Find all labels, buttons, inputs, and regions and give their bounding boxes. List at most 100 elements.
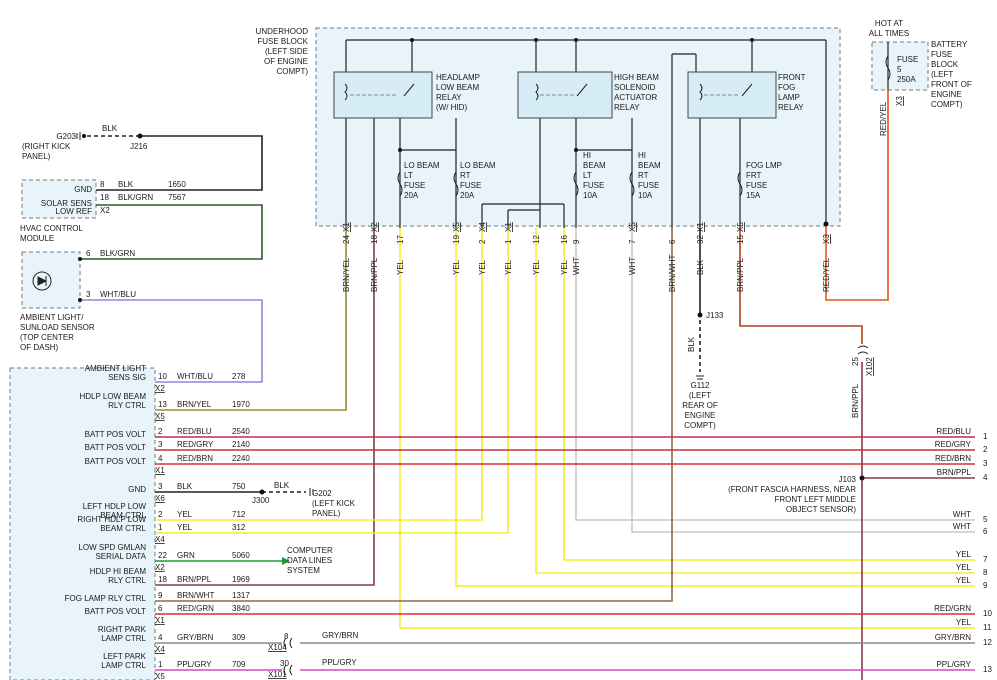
bcm-pin: 18 <box>158 575 167 584</box>
wire-wht-blu <box>80 299 263 383</box>
bcm-connector: X5 <box>155 672 165 680</box>
bcm-signal-label: BATT POS VOLT <box>85 443 146 452</box>
bcm-wire-color: PPL/GRY <box>177 660 212 669</box>
right-pin: 10 <box>983 609 992 618</box>
data-lines-2: DATA LINES <box>287 556 332 565</box>
svg-text:FUSE: FUSE <box>583 181 604 190</box>
svg-text:FUSE: FUSE <box>404 181 425 190</box>
bcm-pin: 2 <box>158 510 163 519</box>
svg-text:FRT: FRT <box>746 171 762 180</box>
fuse-pin-wire-color: WHT <box>572 257 581 275</box>
wire-yel-9 <box>455 228 975 587</box>
svg-text:HI: HI <box>583 151 591 160</box>
j300-label: J300 <box>252 496 270 505</box>
right-wire-color: YEL <box>956 576 972 585</box>
relay-label: HIGH BEAM <box>614 73 659 82</box>
g202-label: G202 <box>312 489 332 498</box>
g112-wire: BLK <box>687 336 696 352</box>
battery-fuse-block <box>871 41 929 91</box>
battery-wire-color: RED/YEL <box>879 101 888 136</box>
relay-label: FRONT <box>778 73 806 82</box>
svg-text:HI: HI <box>638 151 646 160</box>
x102-conn: X102 <box>865 357 874 376</box>
fuse-pin-number: 17 <box>396 235 405 244</box>
svg-text:FUSE: FUSE <box>746 181 767 190</box>
fuse-pin-wire-color: BLK <box>696 259 705 275</box>
svg-text:HOT AT: HOT AT <box>875 19 903 28</box>
svg-text:FUSE: FUSE <box>460 181 481 190</box>
relay-label: ACTUATOR <box>614 93 657 102</box>
bcm-circuit: 278 <box>232 372 246 381</box>
fuse-pin-number: 6 <box>668 239 677 244</box>
svg-text:AMBIENT LIGHT/: AMBIENT LIGHT/ <box>20 313 84 322</box>
right-pin: 5 <box>983 515 988 524</box>
bcm-signal-label: RLY CTRL <box>108 576 146 585</box>
svg-text:FUSE: FUSE <box>638 181 659 190</box>
bcm-wire-color: GRN <box>177 551 195 560</box>
fuse-pin-connector: X1 <box>342 222 351 232</box>
j300-wire: BLK <box>274 481 290 490</box>
g202-loc-2: PANEL) <box>312 509 341 518</box>
hvac-pin-8: 8 <box>100 180 105 189</box>
svg-text:BEAM: BEAM <box>638 161 661 170</box>
j216-label: J216 <box>130 142 148 151</box>
bcm-circuit: 1970 <box>232 400 250 409</box>
j133-label: J133 <box>706 311 724 320</box>
wire-yel-712 <box>155 228 483 521</box>
right-wire-color: WHT <box>953 522 971 531</box>
data-lines-arrow-icon <box>282 557 290 565</box>
right-wire-color: YEL <box>956 550 972 559</box>
fuse-pin-wire-color: BRN/WHT <box>668 255 677 292</box>
bcm-circuit: 2140 <box>232 440 250 449</box>
wire-yel-8 <box>535 228 975 574</box>
right-pin: 4 <box>983 473 988 482</box>
svg-text:FUSE: FUSE <box>931 50 952 59</box>
fuse-pin-connector: X3 <box>822 234 831 244</box>
hvac-pin-18-circuit: 7567 <box>168 193 186 202</box>
bcm-wire-color: RED/GRN <box>177 604 214 613</box>
bcm-signal-label: BATT POS VOLT <box>85 607 146 616</box>
fuse-pin-number: 19 <box>452 235 461 244</box>
bcm-circuit: 3840 <box>232 604 250 613</box>
bcm-circuit: 2240 <box>232 454 250 463</box>
svg-text:5: 5 <box>897 65 902 74</box>
bcm-circuit: 709 <box>232 660 246 669</box>
x102-color: BRN/PPL <box>851 383 860 418</box>
fuse-pin-wire-color: RED/YEL <box>822 257 831 292</box>
svg-text:FRONT LEFT MIDDLE: FRONT LEFT MIDDLE <box>775 495 857 504</box>
data-lines-3: SYSTEM <box>287 566 320 575</box>
bcm-wire-color: BRN/PPL <box>177 575 212 584</box>
bcm-wire-color: BRN/YEL <box>177 400 212 409</box>
fuse-pin-connector: X2 <box>370 222 379 232</box>
fuse-pin-number: 12 <box>532 235 541 244</box>
wire-brn-ppl-15 <box>739 228 863 344</box>
right-pin: 6 <box>983 527 988 536</box>
fuse-pin-connector: X5 <box>628 222 637 232</box>
wire-yel-312 <box>155 228 509 534</box>
svg-text:(LEFT: (LEFT <box>689 391 711 400</box>
j103-loc: (FRONT FASCIA HARNESS, NEAR FRONT LEFT M… <box>728 485 856 514</box>
svg-text:LO BEAM: LO BEAM <box>460 161 496 170</box>
bcm-pin: 4 <box>158 633 163 642</box>
bcm-signal-label: HDLP LOW BEAM <box>79 392 146 401</box>
right-wire-color: RED/GRN <box>934 604 971 613</box>
bcm-wire-color: YEL <box>177 510 193 519</box>
fuse-block-pin-labels: 24X1BRN/YEL18X2BRN/PPL17YEL19X5YEL2X4YEL… <box>342 222 831 292</box>
x104-color: GRY/BRN <box>322 631 359 640</box>
svg-text:RT: RT <box>460 171 471 180</box>
fuse-pin-number: 2 <box>478 239 487 244</box>
underhood-label-2: FUSE BLOCK <box>257 37 308 46</box>
svg-text:LO BEAM: LO BEAM <box>404 161 440 170</box>
bcm-signal-label: RIGHT HDLP LOW <box>77 515 146 524</box>
underhood-label-5: COMPT) <box>276 67 308 76</box>
sensor-pin-3: 3 <box>86 290 91 299</box>
svg-text:20A: 20A <box>460 191 475 200</box>
fuse-pin-number: 15 <box>736 235 745 244</box>
relay-label: RELAY <box>614 103 640 112</box>
bcm-connector: X4 <box>155 535 165 544</box>
right-wire-color: RED/GRY <box>935 440 972 449</box>
wire-brn-yel <box>155 228 347 411</box>
